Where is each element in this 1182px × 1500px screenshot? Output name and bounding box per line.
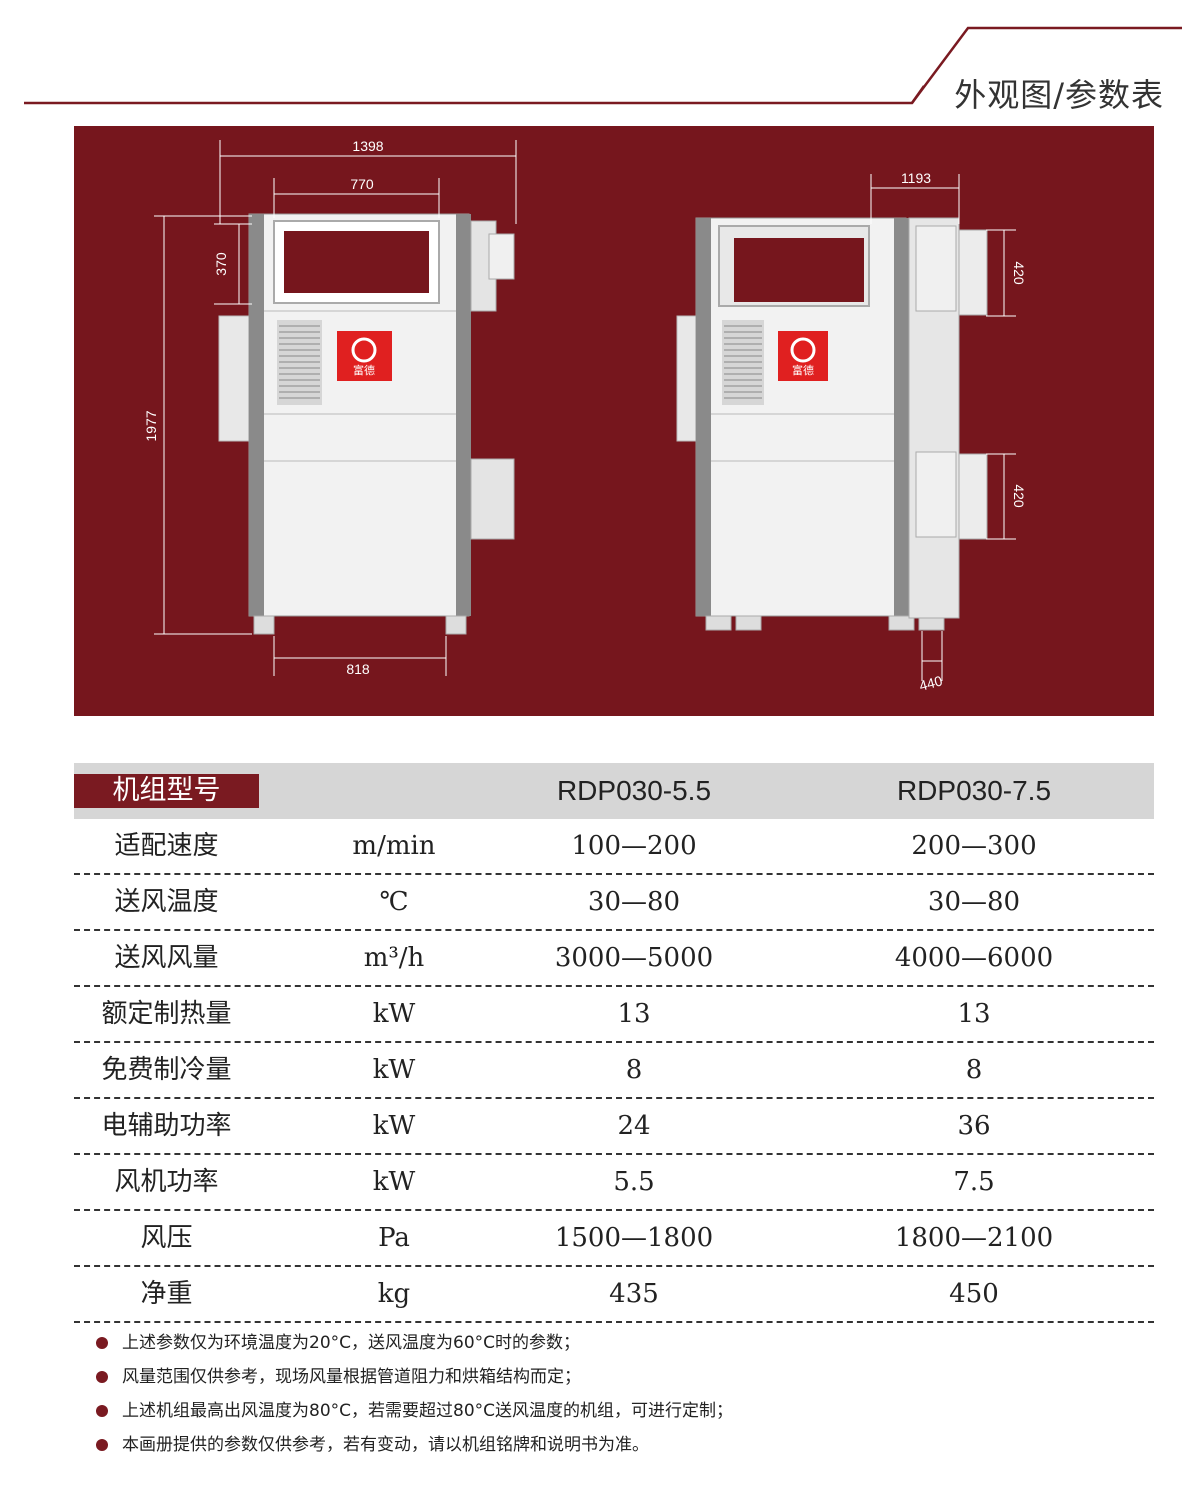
param-name: 电辅助功率 xyxy=(101,1111,232,1141)
value-model-2: 1800—2100 xyxy=(894,1223,1054,1253)
value-model-1: 8 xyxy=(625,1055,643,1085)
bullet-icon xyxy=(96,1337,108,1349)
value-model-1: 3000—5000 xyxy=(554,943,714,973)
param-unit: kW xyxy=(372,1167,416,1197)
value-model-1: 1500—1800 xyxy=(554,1223,714,1253)
param-name: 风压 xyxy=(140,1223,193,1253)
value-model-1: 30—80 xyxy=(587,887,681,917)
table-row: 风压 Pa 1500—1800 1800—2100 xyxy=(74,1211,1154,1267)
value-model-1: 100—200 xyxy=(571,831,697,861)
table-row: 适配速度 m/min 100—200 200—300 xyxy=(74,819,1154,875)
table-row: 额定制热量 kW 13 13 xyxy=(74,987,1154,1043)
note-text: 上述机组最高出风温度为80°C，若需要超过80°C送风温度的机组，可进行定制； xyxy=(122,1401,734,1421)
param-unit: kg xyxy=(377,1279,411,1309)
value-model-2: 450 xyxy=(949,1279,999,1309)
value-model-2: 30—80 xyxy=(927,887,1021,917)
model-header-label: 机组型号 xyxy=(74,774,259,808)
value-model-2: 200—300 xyxy=(911,831,1037,861)
table-row: 送风风量 m³/h 3000—5000 4000—6000 xyxy=(74,931,1154,987)
svg-text:440: 440 xyxy=(917,672,944,694)
svg-text:420: 420 xyxy=(1011,261,1027,285)
param-name: 送风温度 xyxy=(114,887,219,917)
param-name: 风机功率 xyxy=(114,1167,219,1197)
param-name: 净重 xyxy=(140,1279,193,1309)
notes-list: 上述参数仅为环境温度为20°C，送风温度为60°C时的参数； 风量范围仅供参考，… xyxy=(96,1326,1096,1462)
value-model-2: 4000—6000 xyxy=(894,943,1054,973)
note-text: 风量范围仅供参考，现场风量根据管道阻力和烘箱结构而定； xyxy=(122,1367,581,1387)
svg-text:富德: 富德 xyxy=(353,363,375,377)
side-view: 富德 1193 420 420 440 xyxy=(676,170,1027,694)
note-text: 上述参数仅为环境温度为20°C，送风温度为60°C时的参数； xyxy=(122,1333,581,1353)
svg-text:1398: 1398 xyxy=(352,138,383,154)
param-unit: Pa xyxy=(378,1223,410,1253)
svg-text:富德: 富德 xyxy=(792,363,814,377)
param-name: 免费制冷量 xyxy=(101,1055,232,1085)
param-name: 适配速度 xyxy=(114,831,219,861)
front-view: 富德 1398 770 370 1977 xyxy=(143,138,517,677)
svg-text:1977: 1977 xyxy=(143,410,159,441)
value-model-2: 36 xyxy=(957,1111,991,1141)
param-name: 额定制热量 xyxy=(101,999,232,1029)
value-model-1: 435 xyxy=(609,1279,659,1309)
value-model-2: 13 xyxy=(957,999,991,1029)
value-model-2: 7.5 xyxy=(953,1167,995,1197)
value-model-2: 8 xyxy=(965,1055,983,1085)
svg-text:1193: 1193 xyxy=(901,170,931,186)
header-rule xyxy=(24,26,1182,105)
bullet-icon xyxy=(96,1371,108,1383)
table-row: 送风温度 ℃ 30—80 30—80 xyxy=(74,875,1154,931)
param-unit: m³/h xyxy=(363,943,425,973)
param-unit: kW xyxy=(372,1111,416,1141)
note-item: 风量范围仅供参考，现场风量根据管道阻力和烘箱结构而定； xyxy=(96,1360,1096,1394)
note-item: 本画册提供的参数仅供参考，若有变动，请以机组铭牌和说明书为准。 xyxy=(96,1428,1096,1462)
param-unit: kW xyxy=(372,1055,416,1085)
unit-drawings: 富德 1398 770 370 1977 xyxy=(143,138,1027,694)
svg-text:370: 370 xyxy=(213,252,229,276)
model-name-1: RDP030-5.5 xyxy=(556,775,712,806)
param-unit: ℃ xyxy=(379,887,409,917)
svg-text:818: 818 xyxy=(346,661,370,677)
param-name: 送风风量 xyxy=(114,943,219,973)
param-unit: m/min xyxy=(352,831,436,861)
table-row: 免费制冷量 kW 8 8 xyxy=(74,1043,1154,1099)
section-title: 外观图/参数表 xyxy=(954,76,1164,114)
value-model-1: 13 xyxy=(617,999,651,1029)
table-header: 机组型号 RDP030-5.5 RDP030-7.5 xyxy=(74,763,1154,819)
table-row: 风机功率 kW 5.5 7.5 xyxy=(74,1155,1154,1211)
value-model-1: 24 xyxy=(617,1111,651,1141)
figure-panel: 富德 1398 770 370 1977 xyxy=(74,126,1154,716)
svg-text:770: 770 xyxy=(350,176,374,192)
note-text: 本画册提供的参数仅供参考，若有变动，请以机组铭牌和说明书为准。 xyxy=(122,1435,649,1455)
note-item: 上述机组最高出风温度为80°C，若需要超过80°C送风温度的机组，可进行定制； xyxy=(96,1394,1096,1428)
table-row: 净重 kg 435 450 xyxy=(74,1267,1154,1323)
spec-table: 机组型号 RDP030-5.5 RDP030-7.5 适配速度 m/min 10… xyxy=(74,763,1154,1323)
model-name-2: RDP030-7.5 xyxy=(896,775,1052,806)
value-model-1: 5.5 xyxy=(613,1167,655,1197)
table-row: 电辅助功率 kW 24 36 xyxy=(74,1099,1154,1155)
bullet-icon xyxy=(96,1405,108,1417)
svg-text:420: 420 xyxy=(1011,484,1027,508)
param-unit: kW xyxy=(372,999,416,1029)
note-item: 上述参数仅为环境温度为20°C，送风温度为60°C时的参数； xyxy=(96,1326,1096,1360)
bullet-icon xyxy=(96,1439,108,1451)
